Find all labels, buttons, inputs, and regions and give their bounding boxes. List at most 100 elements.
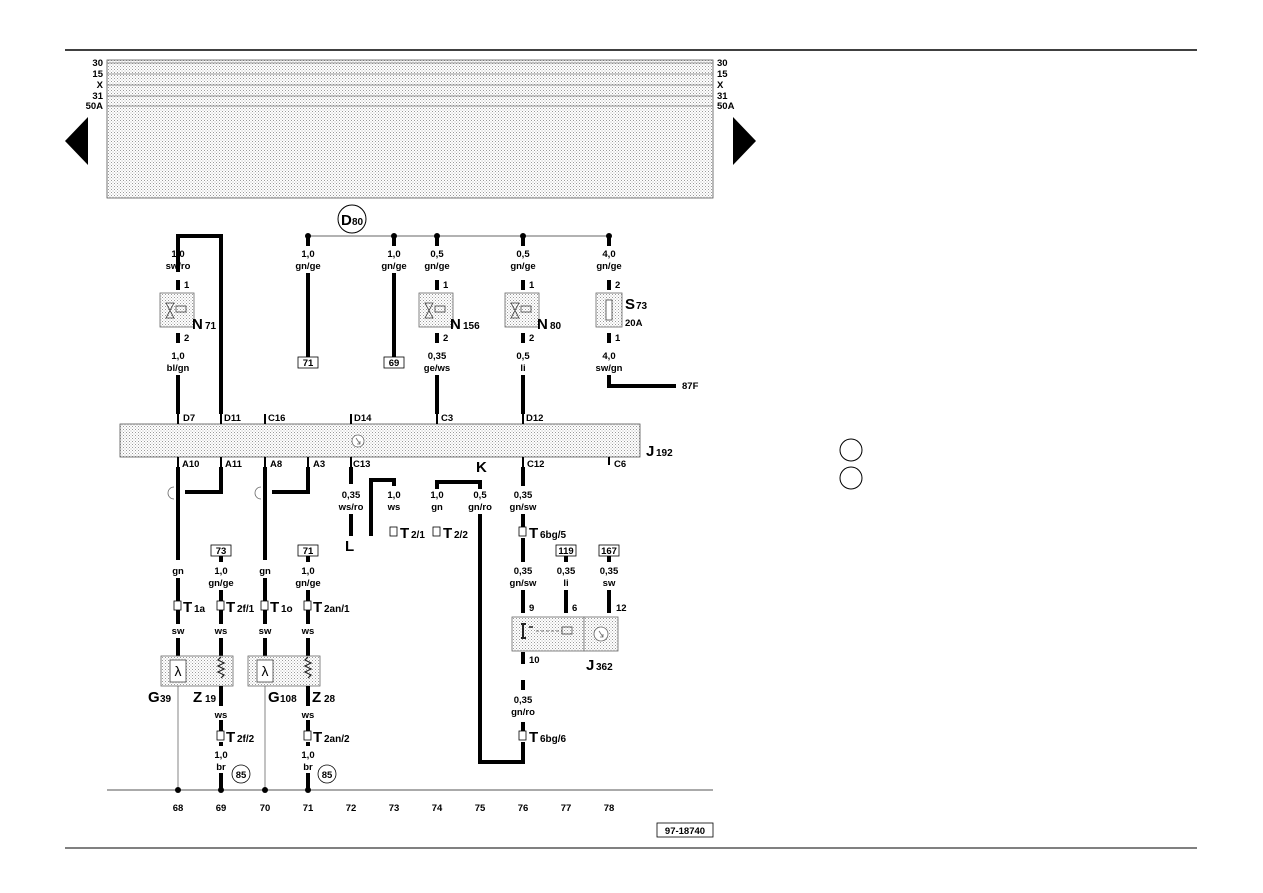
pin-n80-2: 2 xyxy=(529,333,534,344)
s73-rating: 20A xyxy=(625,318,643,329)
t2an2-sub: 2an/2 xyxy=(324,734,350,745)
next-page-icon[interactable] xyxy=(733,117,756,165)
wires-to-j192 xyxy=(176,375,676,414)
rail-label-right-15: 15 xyxy=(717,69,728,80)
wire-label-z28-ws: ws xyxy=(301,626,315,637)
ground-junctions xyxy=(175,787,311,793)
connector-d80-letter: D xyxy=(341,212,352,229)
z28-sub: 28 xyxy=(324,694,336,705)
j362-sub: 362 xyxy=(596,662,613,673)
rail-lines xyxy=(107,62,713,107)
wire-label-h2-color: gn/ge xyxy=(295,578,320,589)
pin-c6: C6 xyxy=(614,459,626,470)
ground-l: L xyxy=(345,538,354,555)
t2f1-sub: 2f/1 xyxy=(237,604,255,615)
ref-69: 69 xyxy=(389,358,400,369)
wire-label-87f-size: 4,0 xyxy=(602,351,615,362)
wire-label-j3-size: 0,35 xyxy=(600,566,619,577)
g39-letter: G xyxy=(148,689,160,706)
n156-letter: N xyxy=(450,316,461,333)
wire-label-h2-size: 1,0 xyxy=(301,566,314,577)
n156-sub: 156 xyxy=(463,321,480,332)
pin-n80-1: 1 xyxy=(529,280,535,291)
connector-t2f1-icon xyxy=(216,600,225,611)
j362-letter: J xyxy=(586,657,594,674)
wire-label-c3-color: ge/ws xyxy=(424,363,450,374)
wire-c13-loop xyxy=(349,467,396,536)
wire-label-87f-color: sw/gn xyxy=(596,363,623,374)
pin-c13: C13 xyxy=(353,459,370,470)
rail-label-right-30: 30 xyxy=(717,58,728,69)
wire-label-c3-size: 0,35 xyxy=(428,351,447,362)
t1a-sub: 1a xyxy=(194,604,206,615)
wire-label-a8-color: gn xyxy=(259,566,271,577)
wire-label-t22-color: gn xyxy=(431,502,443,513)
t2f2-letter: T xyxy=(226,729,235,746)
g108-letter: G xyxy=(268,689,280,706)
track-68: 68 xyxy=(173,803,184,814)
t6bg5-letter: T xyxy=(529,525,538,542)
connector-d80-sub: 80 xyxy=(352,217,364,228)
wire-label-a10-color: gn xyxy=(172,566,184,577)
rail-label-left-50a: 50A xyxy=(86,101,104,112)
pin-a11: A11 xyxy=(225,459,243,470)
pin-n71-1: 1 xyxy=(184,280,190,291)
wire-label-h1-size: 1,0 xyxy=(214,566,227,577)
track-75: 75 xyxy=(475,803,486,814)
t22-letter: T xyxy=(443,525,452,542)
ref-167: 167 xyxy=(601,546,617,557)
wire-label-j2-color: li xyxy=(563,578,568,589)
lower-wire-segments xyxy=(176,556,611,601)
wire-label-69-color: gn/ge xyxy=(381,261,406,272)
track-73: 73 xyxy=(389,803,400,814)
wire-label-z19-ws: ws xyxy=(214,626,228,637)
rail-label-right-50a: 50A xyxy=(717,101,735,112)
ref-box-71 xyxy=(297,356,319,369)
wire-label-g108-sw: sw xyxy=(259,626,272,637)
t22-sub: 2/2 xyxy=(454,530,468,541)
wire-label-d7-color: bl/gn xyxy=(167,363,190,374)
wire-label-n80-color: gn/ge xyxy=(510,261,535,272)
solenoid-valve-n80 xyxy=(504,292,540,328)
j192-top-pin-stubs xyxy=(177,414,524,424)
n71-sub: 71 xyxy=(205,321,217,332)
j192-sub: 192 xyxy=(656,448,673,459)
wire-label-j4-size: 0,35 xyxy=(514,695,533,706)
pin-s73-2: 2 xyxy=(615,280,620,291)
wire-label-n156-size: 0,5 xyxy=(430,249,444,260)
lambda-sensor-g108: λ xyxy=(247,655,321,687)
t2f1-letter: T xyxy=(226,599,235,616)
label-87f: 87F xyxy=(682,381,699,392)
wire-label-71-color: gn/ge xyxy=(295,261,320,272)
wire-label-c13-size: 0,35 xyxy=(342,490,361,501)
previous-page-icon[interactable] xyxy=(65,117,88,165)
wire-label-h1-color: gn/ge xyxy=(208,578,233,589)
wire-label-j4-color: gn/ro xyxy=(511,707,535,718)
lambda-sensor-g39: λ xyxy=(160,655,234,687)
pin-n156-1: 1 xyxy=(443,280,449,291)
pin-j362-9: 9 xyxy=(529,603,534,614)
pin-a10: A10 xyxy=(182,459,199,470)
solenoid-valve-n71 xyxy=(159,292,195,328)
track-78: 78 xyxy=(604,803,615,814)
fuse-s73 xyxy=(595,292,623,328)
rail-label-left-x: X xyxy=(97,80,104,91)
wire-label-n71-size: 1,0 xyxy=(171,249,184,260)
rail-label-left-31: 31 xyxy=(92,91,103,102)
wire-label-j3-color: sw xyxy=(603,578,616,589)
wire-label-d7-size: 1,0 xyxy=(171,351,184,362)
t6bg6-letter: T xyxy=(529,729,538,746)
wire-label-t22-size: 1,0 xyxy=(430,490,443,501)
connector-t2f2-icon xyxy=(216,730,225,741)
sensor-feed-segments xyxy=(176,610,310,656)
track-69: 69 xyxy=(216,803,227,814)
wire-label-br1-size: 1,0 xyxy=(214,750,227,761)
t6bg5-sub: 6bg/5 xyxy=(540,530,567,541)
connector-t2an2-icon xyxy=(303,730,312,741)
wire-label-s73-size: 4,0 xyxy=(602,249,615,260)
connector-t1a-icon xyxy=(173,600,182,611)
z19-sub: 19 xyxy=(205,694,217,705)
track-72: 72 xyxy=(346,803,357,814)
g39-sub: 39 xyxy=(160,694,172,705)
t6bg6-sub: 6bg/6 xyxy=(540,734,567,745)
